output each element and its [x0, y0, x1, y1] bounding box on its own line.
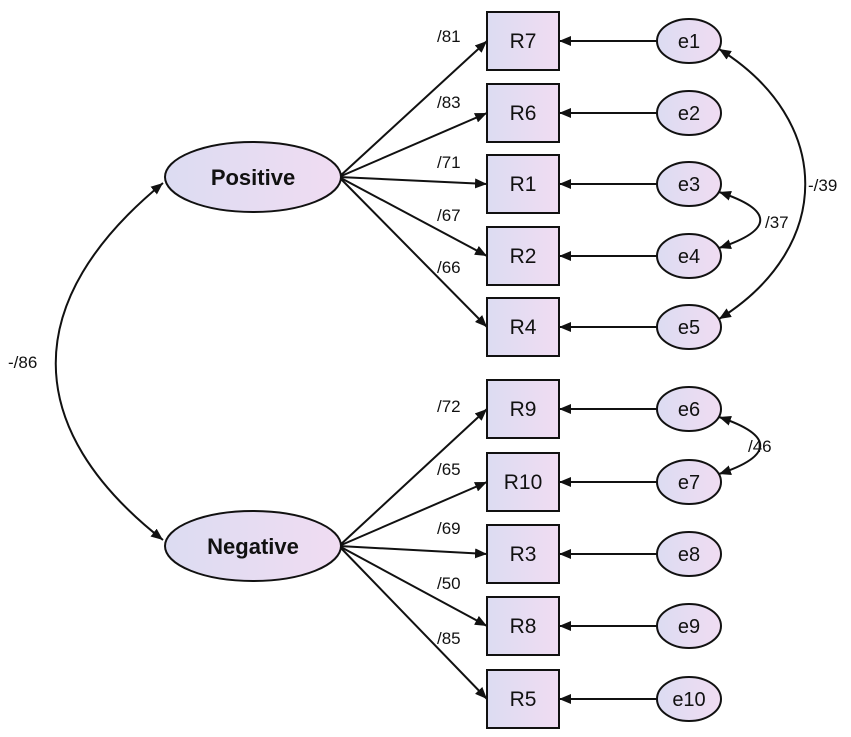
loading-label: /67: [437, 206, 461, 225]
indicator-box-r2: [486, 226, 560, 286]
error-label: e5: [678, 317, 700, 339]
indicator-label: R1: [510, 173, 537, 196]
indicator-box-r5: [486, 669, 560, 729]
error-label: e3: [678, 174, 700, 196]
error-label: e6: [678, 399, 700, 421]
indicator-box-r3: [486, 524, 560, 584]
indicator-box-r8: [486, 596, 560, 656]
error-ellipse-e7: [656, 459, 722, 505]
factor-covariance-label: -/86: [8, 353, 37, 372]
error-label: e1: [678, 31, 700, 53]
indicator-box-r1: [486, 154, 560, 214]
error-covariance-label: /46: [748, 437, 772, 456]
factor-label: Negative: [207, 534, 299, 559]
error-covariance-arrow-e3-e4: [718, 190, 762, 250]
loading-arrow-r9: [338, 408, 488, 547]
loading-label: /69: [437, 519, 461, 538]
loading-arrow-r10: [338, 481, 488, 547]
nodes-layer: [164, 11, 722, 729]
indicator-label: R4: [510, 316, 537, 339]
error-ellipse-e4: [656, 233, 722, 279]
loading-label: /50: [437, 574, 461, 593]
factor-covariance-arrow: [54, 182, 164, 541]
error-label: e7: [678, 472, 700, 494]
loading-arrow-r4: [338, 176, 488, 328]
factor-ellipse-negative: [164, 510, 342, 582]
error-ellipse-e9: [656, 603, 722, 649]
indicator-label: R8: [510, 615, 537, 638]
error-label: e9: [678, 616, 700, 638]
error-covariance-label: -/39: [808, 176, 837, 195]
error-ellipse-e10: [656, 676, 722, 722]
indicator-box-r6: [486, 83, 560, 143]
loading-label: /83: [437, 93, 461, 112]
indicator-box-r7: [486, 11, 560, 71]
error-ellipse-e8: [656, 531, 722, 577]
indicator-label: R9: [510, 398, 537, 421]
error-covariance-arrow-e1-e5: [718, 48, 807, 320]
factor-label: Positive: [211, 165, 295, 190]
loading-arrow-r8: [338, 545, 488, 627]
error-label: e8: [678, 544, 700, 566]
indicator-label: R10: [504, 471, 543, 494]
indicator-label: R7: [510, 30, 537, 53]
loading-label: /72: [437, 397, 461, 416]
error-covariance-arrow-e6-e7: [718, 416, 762, 475]
indicator-label: R5: [510, 688, 537, 711]
loading-arrow-r7: [338, 40, 488, 178]
error-ellipse-e3: [656, 161, 722, 207]
error-label: e4: [678, 246, 700, 268]
loading-label: /81: [437, 27, 461, 46]
error-ellipse-e5: [656, 304, 722, 350]
error-covariance-label: /37: [765, 213, 789, 232]
error-label: e10: [672, 689, 705, 711]
edges-layer: [54, 36, 807, 704]
loading-label: /65: [437, 460, 461, 479]
indicator-box-r4: [486, 297, 560, 357]
indicator-label: R6: [510, 102, 537, 125]
error-label: e2: [678, 103, 700, 125]
indicator-label: R3: [510, 543, 537, 566]
loading-label: /85: [437, 629, 461, 648]
loading-arrow-r1: [338, 176, 488, 189]
error-ellipse-e2: [656, 90, 722, 136]
loading-label: /71: [437, 153, 461, 172]
loading-arrow-r5: [338, 545, 488, 700]
error-ellipse-e1: [656, 18, 722, 64]
loading-arrow-r2: [338, 176, 488, 257]
factor-ellipse-positive: [164, 141, 342, 213]
loading-arrow-r6: [338, 112, 488, 178]
indicator-box-r9: [486, 379, 560, 439]
loading-arrow-r3: [338, 545, 488, 559]
loading-label: /66: [437, 258, 461, 277]
indicator-box-r10: [486, 452, 560, 512]
error-ellipse-e6: [656, 386, 722, 432]
indicator-label: R2: [510, 245, 537, 268]
